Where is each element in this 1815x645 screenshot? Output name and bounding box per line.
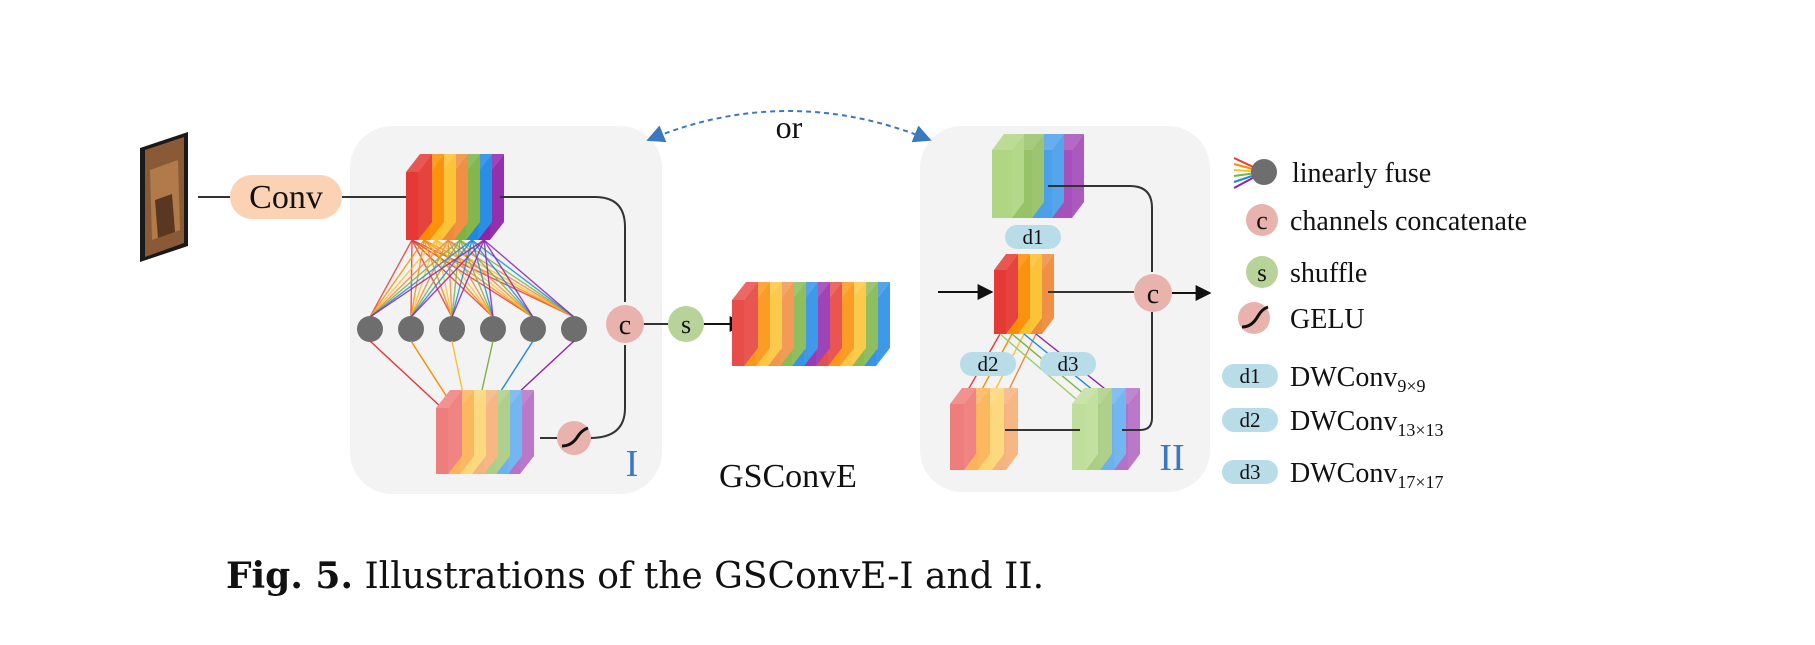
- neuron-6: [561, 316, 587, 342]
- legend-shuffle: shuffle: [1290, 258, 1367, 289]
- gelu-connection: [589, 345, 626, 439]
- linear-fuse-lines: [369, 239, 575, 318]
- panel-one-label: I: [626, 443, 639, 485]
- or-label: or: [776, 109, 803, 145]
- d1-tag-label: d1: [1023, 225, 1044, 249]
- panel-two-bottom-route: [1122, 312, 1153, 431]
- skip-connection: [500, 196, 626, 302]
- panel-two-left-stack: [950, 388, 1018, 470]
- d2-tag: [960, 352, 1016, 376]
- or-arrow: [646, 110, 932, 143]
- panel-two-middle-stack: [994, 254, 1054, 334]
- feature-slice: [406, 154, 432, 240]
- legend-shuffle-symbol: s: [1257, 260, 1267, 287]
- legend-d2-symbol: d2: [1240, 408, 1261, 432]
- legend-d3-symbol: d3: [1240, 460, 1261, 484]
- output-stack: [732, 282, 890, 366]
- legend-concat: channels concatenate: [1290, 206, 1527, 237]
- panel-two-top-stack: [992, 134, 1084, 218]
- feature-slice: [1072, 388, 1098, 470]
- conv-label: Conv: [249, 179, 323, 216]
- concat-node-two-label: c: [1147, 279, 1159, 310]
- conv-block: [230, 175, 342, 219]
- legend: linearly fuse c channels concatenate s s…: [1222, 157, 1527, 492]
- concat-node-two: [1134, 274, 1172, 312]
- legend-dwconv-13: DWConv13×13: [1290, 406, 1443, 440]
- panel-two-label: II: [1159, 437, 1184, 479]
- caption-text: Illustrations of the GSConvE-I and II.: [364, 556, 1045, 597]
- input-image: [140, 132, 188, 262]
- feature-stack-top: [406, 154, 504, 240]
- concat-node-one: [606, 305, 644, 343]
- neuron-2: [398, 316, 424, 342]
- legend-dwconv-17: DWConv17×17: [1290, 458, 1443, 492]
- legend-d2-icon: [1222, 408, 1278, 432]
- gsconve-label: GSConvE: [719, 458, 857, 495]
- shuffle-node-label: s: [681, 310, 691, 339]
- feature-slice: [992, 134, 1024, 218]
- d3-tag: [1040, 352, 1096, 376]
- gsconve-diagram: or Conv c s I GSConvE: [140, 109, 1527, 495]
- feature-slice: [950, 388, 976, 470]
- legend-gelu: GELU: [1290, 304, 1365, 335]
- feature-slice: [436, 390, 462, 474]
- neuron-row: [357, 316, 587, 342]
- legend-d1-icon: [1222, 364, 1278, 388]
- d1-tag: [1005, 225, 1061, 249]
- legend-linear-fuse: linearly fuse: [1292, 158, 1431, 189]
- panel-two-top-route: [1048, 185, 1153, 272]
- caption-prefix: Fig. 5.: [225, 555, 353, 597]
- legend-concat-symbol: c: [1256, 206, 1268, 235]
- d2-tag-label: d2: [978, 352, 999, 376]
- feature-slice: [732, 282, 758, 366]
- legend-shuffle-icon: [1246, 256, 1278, 288]
- neuron-1: [357, 316, 383, 342]
- neuron-4: [480, 316, 506, 342]
- neuron-3: [439, 316, 465, 342]
- figure-caption: Fig. 5. Illustrations of the GSConvE-I a…: [0, 555, 1270, 597]
- feature-stack-bottom: [436, 390, 534, 474]
- feature-slice: [994, 254, 1018, 334]
- d3-tag-label: d3: [1058, 352, 1079, 376]
- concat-node-one-label: c: [619, 310, 631, 341]
- gelu-curve-icon: [561, 426, 589, 448]
- legend-d3-icon: [1222, 460, 1278, 484]
- legend-dwconv-9: DWConv9×9: [1290, 362, 1425, 396]
- neuron-5: [520, 316, 546, 342]
- shuffle-node: [668, 306, 704, 342]
- linear-fuse-icon: [1233, 157, 1277, 189]
- legend-d1-symbol: d1: [1240, 364, 1261, 388]
- legend-concat-icon: [1246, 204, 1278, 236]
- gelu-node: [557, 421, 591, 455]
